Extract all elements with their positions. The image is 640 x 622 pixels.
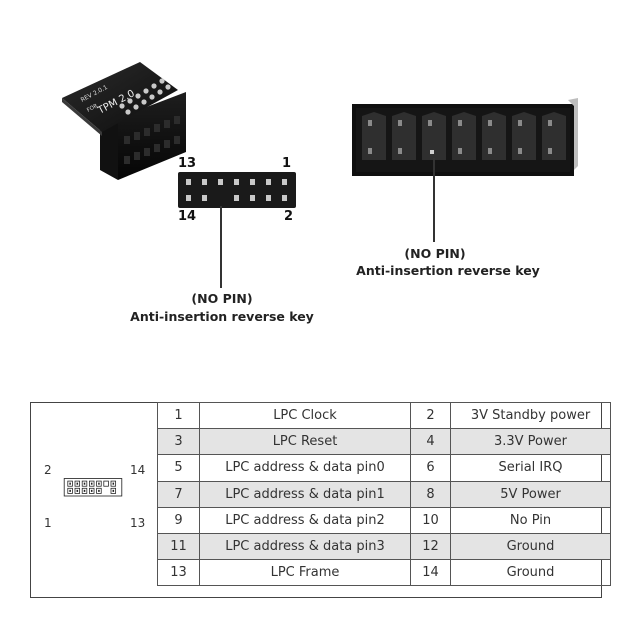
signal-name-a: LPC Frame [199,559,411,587]
board-text-for: FOR [86,103,99,114]
pin-number-b: 6 [410,454,451,482]
mini-label-14: 14 [130,463,146,477]
signal-name-a: LPC Reset [199,428,411,456]
header-label-14: 14 [178,209,197,224]
pin-number-a: 13 [157,559,200,587]
mini-label-1: 1 [44,516,52,530]
pin-number-a: 3 [157,428,200,456]
left-callout-no-pin: (NO PIN) [191,291,253,306]
signal-name-a: LPC address & data pin3 [199,532,411,561]
pin-number-a: 1 [157,401,200,430]
signal-name-b: Ground [450,559,611,587]
signal-name-b: No Pin [450,506,611,534]
signal-name-b: 5V Power [450,480,611,508]
pin-number-a: 11 [157,532,200,561]
pin-number-b: 14 [410,559,451,587]
signal-name-b: Serial IRQ [450,454,611,482]
pin-number-b: 10 [410,506,451,534]
tpm-module-image: REV 2.0.1 FOR TPM 2.0 [62,62,186,180]
signal-name-b: 3V Standby power [450,401,611,430]
header-label-1: 1 [282,156,292,171]
pin-number-b: 4 [410,428,451,456]
header-label-13: 13 [178,156,197,171]
right-callout-no-pin: (NO PIN) [404,246,466,261]
mini-label-2: 2 [44,463,52,477]
left-leader-line [220,206,222,288]
signal-name-b: 3.3V Power [450,428,611,456]
signal-name-a: LPC address & data pin0 [199,454,411,482]
right-leader-line [433,158,435,242]
pin-number-b: 12 [410,532,451,561]
motherboard-header-image [352,98,578,176]
pin-number-a: 9 [157,506,200,534]
tpm-header-diagram [178,172,296,208]
signal-name-a: LPC Clock [199,401,411,430]
pin-number-a: 5 [157,454,200,482]
signal-name-b: Ground [450,532,611,561]
mini-label-13: 13 [130,516,146,530]
signal-name-a: LPC address & data pin2 [199,506,411,534]
right-callout-desc: Anti-insertion reverse key [356,263,540,278]
header-label-2: 2 [284,209,294,224]
pin-number-a: 7 [157,480,200,508]
mini-header-diagram [63,478,123,497]
signal-name-a: LPC address & data pin1 [199,480,411,508]
left-callout-desc: Anti-insertion reverse key [130,309,314,324]
pin-number-b: 8 [410,480,451,508]
pin-number-b: 2 [410,401,451,430]
